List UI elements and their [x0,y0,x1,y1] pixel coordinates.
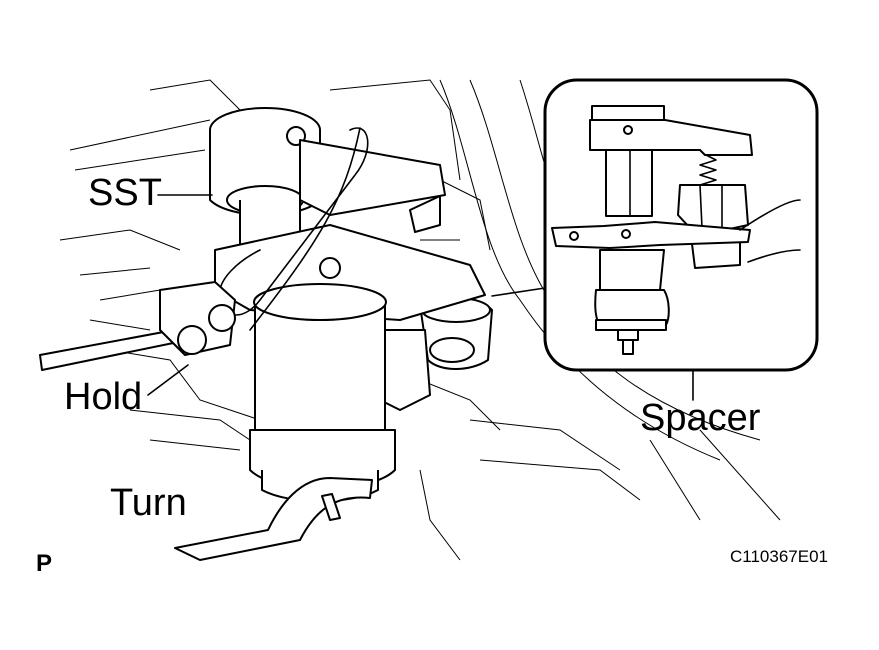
detail-callout [543,78,819,372]
hold-label: Hold [64,376,143,418]
turn-wrench [174,477,373,561]
hold-wrench [39,281,236,371]
turn-label: Turn [110,482,187,524]
spacer-label: Spacer [640,397,761,439]
view-mark-label: P [36,550,53,577]
sst-tool [209,107,486,503]
sst-label: SST [88,172,162,214]
figure-code-label: C110367E01 [730,547,828,566]
